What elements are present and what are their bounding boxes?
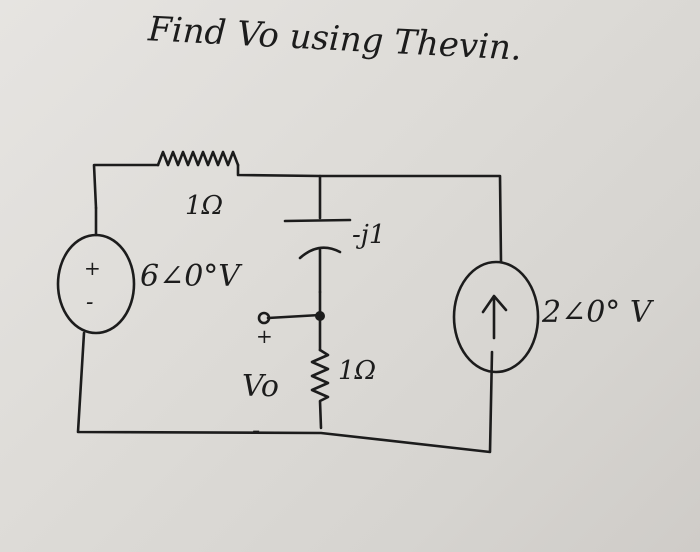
vo-plus: + [256, 324, 273, 348]
wire-bottom [76, 331, 494, 454]
vo-terminal [257, 311, 271, 325]
voltage-source-label: 6∠0°V [140, 259, 240, 294]
vo-minus: - [252, 416, 261, 444]
wire-top-left [92, 163, 160, 210]
source-plus: + [84, 256, 101, 280]
source-minus: - [86, 290, 94, 315]
resistor-bottom-label: 1Ω [338, 356, 377, 386]
arrow-up-icon [481, 294, 508, 340]
current-source-label: 2∠0° V [542, 295, 652, 330]
vo-label: Vo [242, 369, 279, 404]
resistor-top-label: 1Ω [185, 191, 224, 221]
capacitor-label: -j1 [352, 220, 386, 250]
current-source [452, 260, 540, 374]
wire-to-vo-terminal [266, 313, 322, 320]
resistor-bottom [310, 348, 330, 430]
resistor-top [156, 150, 240, 167]
voltage-source [56, 233, 136, 335]
capacitor [283, 218, 352, 294]
